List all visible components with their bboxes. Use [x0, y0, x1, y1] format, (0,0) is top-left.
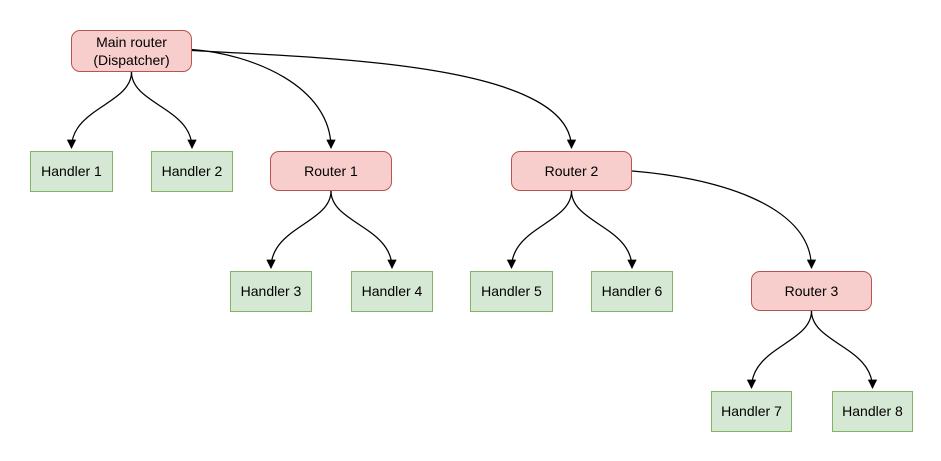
node-handler3-label: Handler 3	[240, 283, 302, 300]
edge-router1-to-handler4	[330, 190, 397, 269]
node-handler8-label: Handler 8	[842, 403, 903, 420]
edge-main-router-to-handler2	[130, 71, 197, 149]
node-handler5-label: Handler 5	[481, 283, 542, 300]
node-handler4-label: Handler 4	[361, 283, 423, 300]
edge-router2-to-handler6	[570, 190, 637, 269]
edge-router2-to-router3	[631, 170, 817, 269]
node-handler8: Handler 8	[832, 391, 913, 432]
node-router2-label: Router 2	[544, 162, 599, 179]
edge-router1-to-handler3	[266, 190, 332, 269]
node-handler2: Handler 2	[151, 151, 233, 192]
node-handler6-label: Handler 6	[601, 283, 663, 300]
node-router3: Router 3	[751, 271, 872, 311]
edge-router2-to-handler5	[506, 190, 573, 269]
node-handler1-label: Handler 1	[41, 163, 102, 180]
node-handler2-label: Handler 2	[161, 163, 223, 180]
node-router2: Router 2	[511, 151, 632, 191]
node-handler6: Handler 6	[591, 271, 673, 312]
edge-router3-to-handler7	[746, 310, 813, 389]
node-handler1: Handler 1	[30, 151, 113, 192]
node-handler3: Handler 3	[230, 271, 312, 312]
node-router1: Router 1	[270, 151, 392, 191]
node-handler4: Handler 4	[351, 271, 433, 312]
edge-main-router-to-router2	[191, 49, 577, 149]
edge-router3-to-handler8	[810, 310, 878, 389]
node-router3-label: Router 3	[784, 282, 839, 299]
edge-main-router-to-handler1	[66, 71, 133, 149]
edge-main-router-to-router1	[191, 48, 336, 149]
node-router1-label: Router 1	[304, 162, 358, 179]
node-handler7-label: Handler 7	[721, 403, 782, 420]
node-handler7: Handler 7	[711, 391, 792, 432]
node-main-router: Main router (Dispatcher)	[71, 30, 192, 72]
node-handler5: Handler 5	[470, 271, 553, 312]
node-main-router-label: Main router (Dispatcher)	[93, 33, 170, 68]
